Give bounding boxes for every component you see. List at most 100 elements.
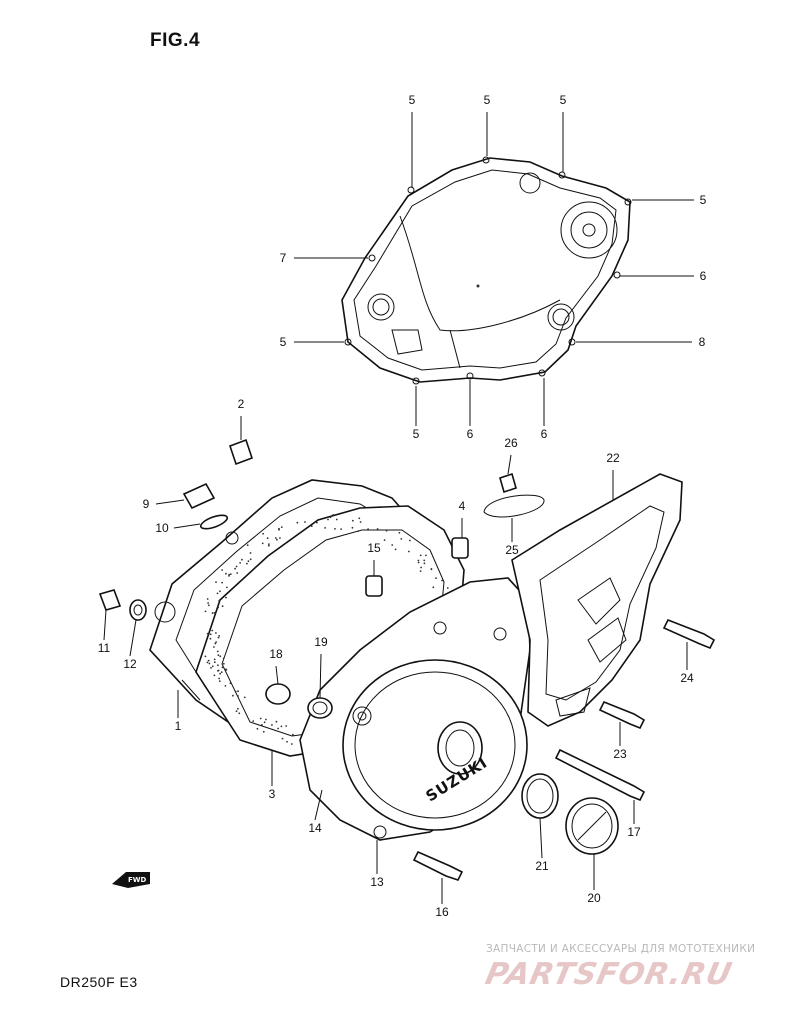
gasket-speck xyxy=(206,598,209,600)
callout-c1: 1 xyxy=(175,719,182,733)
gasket-speck xyxy=(394,548,397,551)
gasket-speck xyxy=(417,561,420,564)
gasket-speck xyxy=(275,720,278,723)
gasket-speck xyxy=(216,650,219,653)
callout-c10: 10 xyxy=(155,521,169,535)
gasket-speck xyxy=(217,664,219,667)
figure-title: FIG.4 xyxy=(150,30,201,51)
gasket-speck xyxy=(218,599,221,602)
gasket-speck xyxy=(376,528,379,530)
gasket-speck xyxy=(359,521,362,523)
gasket-speck xyxy=(252,720,255,722)
gasket-speck xyxy=(225,572,227,575)
gasket-speck xyxy=(276,538,278,541)
callout-c22: 22 xyxy=(606,451,620,465)
callout-c5b: 5 xyxy=(484,93,491,107)
callout-c5e: 5 xyxy=(280,335,287,349)
gasket-speck xyxy=(209,637,212,640)
gasket-speck xyxy=(207,659,210,662)
callout-c2: 2 xyxy=(238,397,245,411)
gasket-speck xyxy=(218,677,221,680)
gasket-speck xyxy=(409,539,411,542)
forward-direction-indicator: FWD xyxy=(112,872,150,888)
gasket-speck xyxy=(286,740,288,743)
leader-line-c18 xyxy=(275,665,279,685)
gasket-speck xyxy=(304,521,306,523)
gasket-speck xyxy=(208,662,211,665)
gasket-speck xyxy=(271,724,273,726)
gasket-speck xyxy=(218,680,221,682)
gasket-speck xyxy=(310,525,313,527)
gasket-speck xyxy=(266,537,269,540)
gasket-speck xyxy=(430,568,433,570)
gasket-speck xyxy=(221,605,224,608)
gasket-speck xyxy=(210,667,212,669)
gasket-speck xyxy=(285,725,288,727)
gasket-speck xyxy=(249,558,252,561)
gasket-speck xyxy=(218,635,221,637)
gasket-speck xyxy=(247,560,250,563)
clutch-cover-gasket xyxy=(341,156,632,385)
gasket-speck xyxy=(235,710,238,713)
leader-line-c12 xyxy=(129,619,137,657)
gasket-speck xyxy=(423,559,426,562)
gasket-speck xyxy=(206,661,209,664)
leader-line-c9 xyxy=(155,499,185,505)
gasket-speck xyxy=(241,558,243,561)
gasket-speck xyxy=(224,685,227,687)
gasket-speck xyxy=(211,612,214,614)
gasket-speck xyxy=(237,695,239,697)
callout-c8: 8 xyxy=(699,335,706,349)
gasket-speck xyxy=(215,641,218,643)
gasket-speck xyxy=(274,537,277,539)
gasket-speck xyxy=(290,743,293,745)
gasket-speck xyxy=(213,658,216,661)
leader-line-c11 xyxy=(103,609,107,641)
callout-c18: 18 xyxy=(269,647,283,661)
callout-c5c: 5 xyxy=(560,93,567,107)
callout-c6c: 6 xyxy=(541,427,548,441)
callout-c17: 17 xyxy=(627,825,641,839)
gasket-speck xyxy=(243,696,246,699)
callout-c21: 21 xyxy=(535,859,549,873)
gasket-speck xyxy=(441,579,443,582)
gasket-speck xyxy=(316,521,318,524)
gasket-speck xyxy=(235,565,238,568)
gasket-speck xyxy=(340,528,342,530)
gasket-speck xyxy=(217,654,220,657)
gasket-speck xyxy=(216,592,219,595)
gasket-speck xyxy=(204,655,207,658)
callout-c5f: 5 xyxy=(413,427,420,441)
gasket-speck xyxy=(425,554,427,557)
callout-c20: 20 xyxy=(587,891,601,905)
gasket-speck xyxy=(419,554,422,557)
gasket-speck xyxy=(225,668,227,671)
gasket-speck xyxy=(262,532,264,535)
gasket-speck xyxy=(225,596,227,599)
gasket-speck xyxy=(352,519,354,522)
gasket-speck xyxy=(213,646,215,648)
magneto-cover: SUZUKI xyxy=(299,577,531,841)
gasket-speck xyxy=(215,581,217,583)
gasket-speck xyxy=(280,725,283,728)
leader-line-c26 xyxy=(507,454,512,475)
gasket-speck xyxy=(246,562,248,565)
watermark-logo: PARTSFOR.RU xyxy=(482,957,736,992)
gasket-speck xyxy=(259,717,262,720)
gasket-speck xyxy=(329,516,332,519)
gasket-speck xyxy=(215,632,217,634)
gasket-speck xyxy=(222,662,225,665)
small-parts xyxy=(98,438,716,881)
gasket-speck xyxy=(292,733,294,736)
gasket-speck xyxy=(246,544,249,547)
callout-c7: 7 xyxy=(280,251,287,265)
gasket-speck xyxy=(281,737,284,740)
gasket-speck xyxy=(204,610,207,613)
gasket-speck xyxy=(237,707,239,710)
gasket-speck xyxy=(383,539,386,541)
fwd-label: FWD xyxy=(128,876,147,884)
gasket-speck xyxy=(217,606,220,609)
gasket-speck xyxy=(261,724,263,726)
gasket-speck xyxy=(206,632,209,635)
gasket-speck xyxy=(238,712,241,715)
